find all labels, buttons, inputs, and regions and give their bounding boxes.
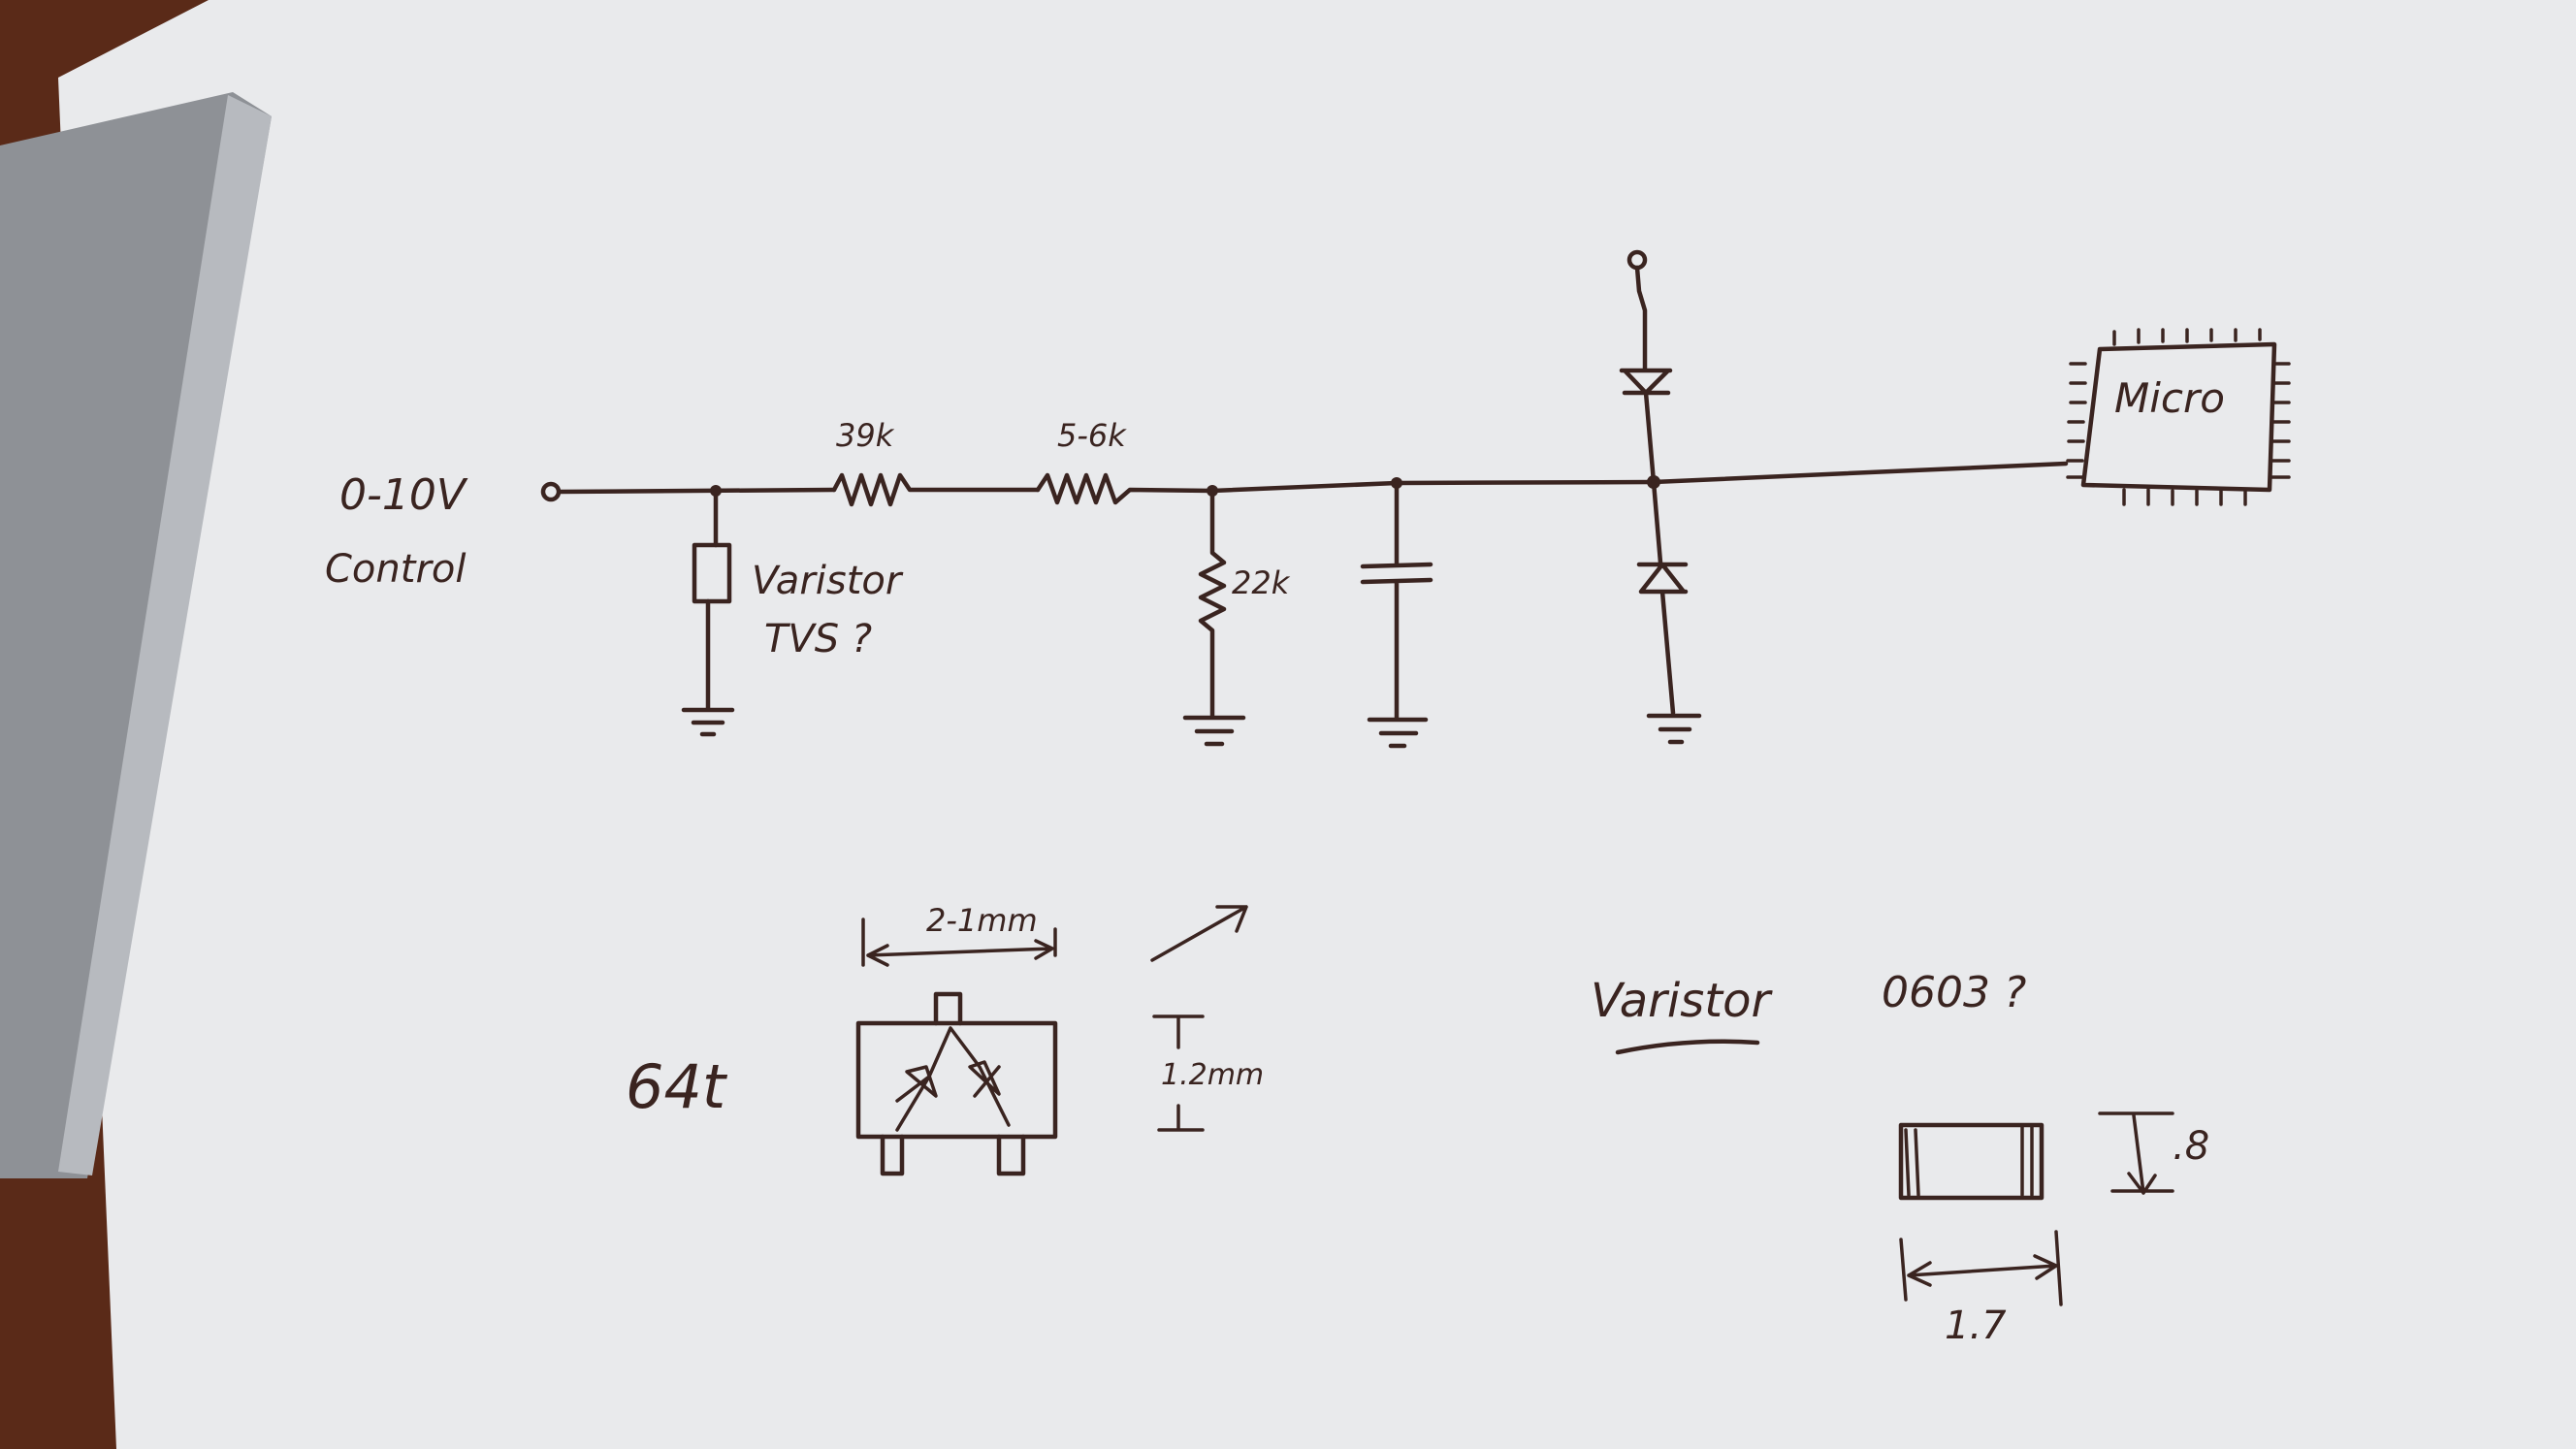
- package-body: [855, 1020, 1058, 1140]
- r3-value-label: 22k: [1232, 564, 1291, 601]
- varistor-label: Varistor: [752, 559, 904, 603]
- wire-input-to-r1: [557, 487, 837, 495]
- micro-chip: [2066, 328, 2291, 506]
- ground-symbol-r3: [1182, 715, 1246, 747]
- resistor-r2: [1035, 472, 1215, 505]
- chip-varistor-sketch: [1898, 1111, 2174, 1306]
- chip-length-label: 1.7: [1945, 1304, 2007, 1348]
- diode-lower: [1636, 479, 1689, 716]
- package-dual-diode: [895, 1026, 1011, 1132]
- capacitor: [1360, 480, 1433, 721]
- r1-value-label: 39k: [836, 417, 895, 454]
- arrow-sketch-icon: [1150, 905, 1248, 962]
- varistor-package-label: 0603 ?: [1882, 968, 2026, 1017]
- package-sketch: [855, 905, 1248, 1176]
- ground-symbol-diode: [1646, 713, 1702, 745]
- ground-symbol-varistor: [681, 707, 735, 737]
- clip-edge-highlight: [58, 95, 272, 1175]
- varistor-note-underline: [1615, 1039, 1760, 1055]
- paper-sheet: [58, 0, 2576, 1449]
- micro-label: Micro: [2114, 374, 2225, 422]
- package-bottom-pins: [880, 1134, 1026, 1176]
- resistor-r3: [1198, 488, 1227, 719]
- varistor-note-title: Varistor: [1591, 974, 1773, 1028]
- r2-value-label: 5-6k: [1057, 417, 1127, 454]
- package-width-label: 2-1mm: [926, 902, 1038, 939]
- diode-upper: [1619, 265, 1673, 485]
- varistor-body: [692, 542, 732, 604]
- chip-height-dimension: [2098, 1111, 2174, 1195]
- chip-body: [1898, 1122, 2045, 1201]
- package-top-pin: [933, 991, 963, 1026]
- tvs-label: TVS ?: [764, 617, 872, 661]
- chip-height-label: .8: [2173, 1124, 2209, 1169]
- chip-length-dimension: [1899, 1230, 2063, 1306]
- wire-to-micro: [1651, 461, 2069, 485]
- package-height-label: 1.2mm: [1161, 1058, 1264, 1092]
- package-name-label: 64t: [626, 1051, 728, 1122]
- input-label-control: Control: [325, 547, 466, 592]
- input-label-voltage: 0-10V: [339, 470, 468, 520]
- ground-symbol-cap: [1367, 717, 1429, 749]
- resistor-r1: [831, 472, 1041, 507]
- schematic: [540, 249, 2291, 749]
- chip-terminations: [1904, 1125, 2034, 1197]
- wire-to-diodes: [1394, 479, 1657, 486]
- wire-to-cap: [1209, 480, 1400, 494]
- package-height-dimension: [1152, 1014, 1205, 1132]
- package-width-dimension: [861, 918, 1057, 967]
